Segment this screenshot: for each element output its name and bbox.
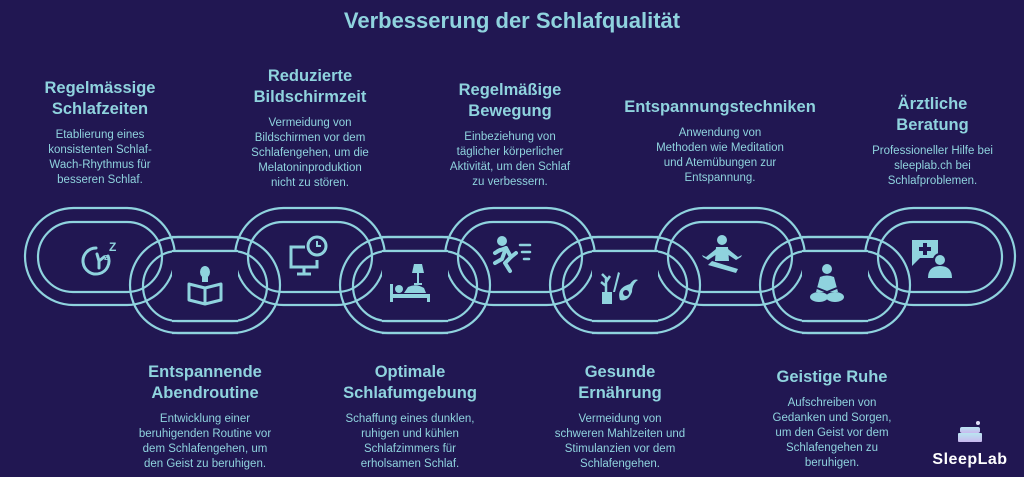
- item-heading: Entspannende: [148, 363, 262, 381]
- item-heading: Geistige Ruhe: [776, 368, 888, 386]
- item-description: täglicher körperlicher: [456, 146, 564, 158]
- item-heading: Schlafzeiten: [51, 100, 149, 118]
- item-description: Melatoninproduktion: [258, 162, 362, 174]
- item-description: sleeplab.ch bei: [894, 160, 971, 172]
- page-title: Verbesserung der Schlafqualität: [343, 8, 681, 33]
- item-description: Etablierung eines: [55, 129, 145, 141]
- item-description: Entwicklung einer: [159, 413, 251, 425]
- item-description: erholsamen Schlaf.: [360, 458, 460, 470]
- item-description: Schlafengehen.: [580, 458, 660, 470]
- item-description: Schlafzimmers für: [363, 443, 457, 455]
- item-relaxation-techniques: Entspannungstechniken Anwendung von Meth…: [620, 97, 820, 186]
- logo-text: SleepLab: [932, 451, 1008, 468]
- item-heading: Schlafumgebung: [343, 384, 477, 402]
- item-description: Wach-Rhythmus für: [49, 159, 151, 171]
- item-heading: Regelmässige: [44, 79, 156, 97]
- item-description: Anwendung von: [678, 127, 762, 139]
- item-description: um den Geist vor dem: [775, 427, 889, 439]
- item-description: schweren Mahlzeiten und: [554, 428, 686, 440]
- item-heading: Bildschirmzeit: [253, 88, 367, 106]
- item-description: konsistenten Schlaf-: [48, 144, 152, 156]
- sleep-clock-icon: z Z: [81, 240, 116, 276]
- item-description: ruhigen und kühlen: [361, 428, 459, 440]
- item-description: Stimulanzien vor dem: [564, 443, 676, 455]
- item-heading: Regelmäßige: [458, 81, 562, 99]
- item-description: Gedanken und Sorgen,: [772, 412, 892, 424]
- item-description: und Atemübungen zur: [663, 157, 777, 169]
- item-heading: Gesunde: [584, 363, 656, 381]
- bed-lamp-icon: [390, 264, 430, 302]
- item-description: Professioneller Hilfe bei: [872, 145, 993, 157]
- item-description: den Geist zu beruhigen.: [143, 458, 267, 470]
- item-heading: Bewegung: [468, 102, 552, 120]
- item-description: besseren Schlaf.: [57, 174, 143, 186]
- item-description: zu verbessern.: [472, 176, 548, 188]
- meditation-icon: [702, 235, 742, 273]
- svg-text:Z: Z: [109, 240, 116, 254]
- item-description: nicht zu stören.: [271, 177, 349, 189]
- item-description: Bildschirmen vor dem: [254, 132, 366, 144]
- item-description: Schlafengehen, um die: [251, 147, 369, 159]
- item-description: beruhigenden Routine vor: [138, 428, 272, 440]
- item-heading: Optimale: [374, 363, 446, 381]
- item-heading: Reduzierte: [267, 67, 353, 85]
- item-description: Entspannung.: [684, 172, 756, 184]
- svg-text:z: z: [104, 252, 109, 262]
- item-heading: Beratung: [896, 116, 969, 134]
- item-description: dem Schlafengehen, um: [142, 443, 268, 455]
- healthy-food-icon: [600, 272, 638, 304]
- item-description: Vermeidung von: [268, 117, 352, 129]
- item-description: Aktivität, um den Schlaf: [449, 161, 571, 173]
- item-heading: Ärztliche: [897, 95, 968, 113]
- item-heading: Ernährung: [578, 384, 662, 402]
- item-mental-calm: Geistige Ruhe Aufschreiben von Gedanken …: [742, 367, 922, 471]
- medical-consult-icon: [912, 240, 952, 278]
- running-person-icon: [493, 236, 532, 273]
- item-description: Vermeidung von: [578, 413, 662, 425]
- item-description: beruhigen.: [804, 457, 860, 469]
- item-description: Schlafengehen zu: [785, 442, 879, 454]
- item-heading: Entspannungstechniken: [624, 98, 816, 116]
- reading-person-icon: [187, 266, 223, 306]
- calm-mind-icon: [810, 264, 844, 302]
- item-description: Schlafproblemen.: [887, 175, 978, 187]
- sleeplab-logo: SleepLab: [930, 420, 1010, 469]
- item-description: Methoden wie Meditation: [656, 142, 784, 154]
- item-heading: Abendroutine: [151, 384, 259, 402]
- item-description: Aufschreiben von: [787, 397, 877, 409]
- item-description: Schaffung eines dunklen,: [345, 413, 475, 425]
- monitor-clock-icon: [289, 235, 328, 276]
- item-description: Einbeziehung von: [464, 131, 556, 143]
- bed-logo-icon: [958, 421, 982, 442]
